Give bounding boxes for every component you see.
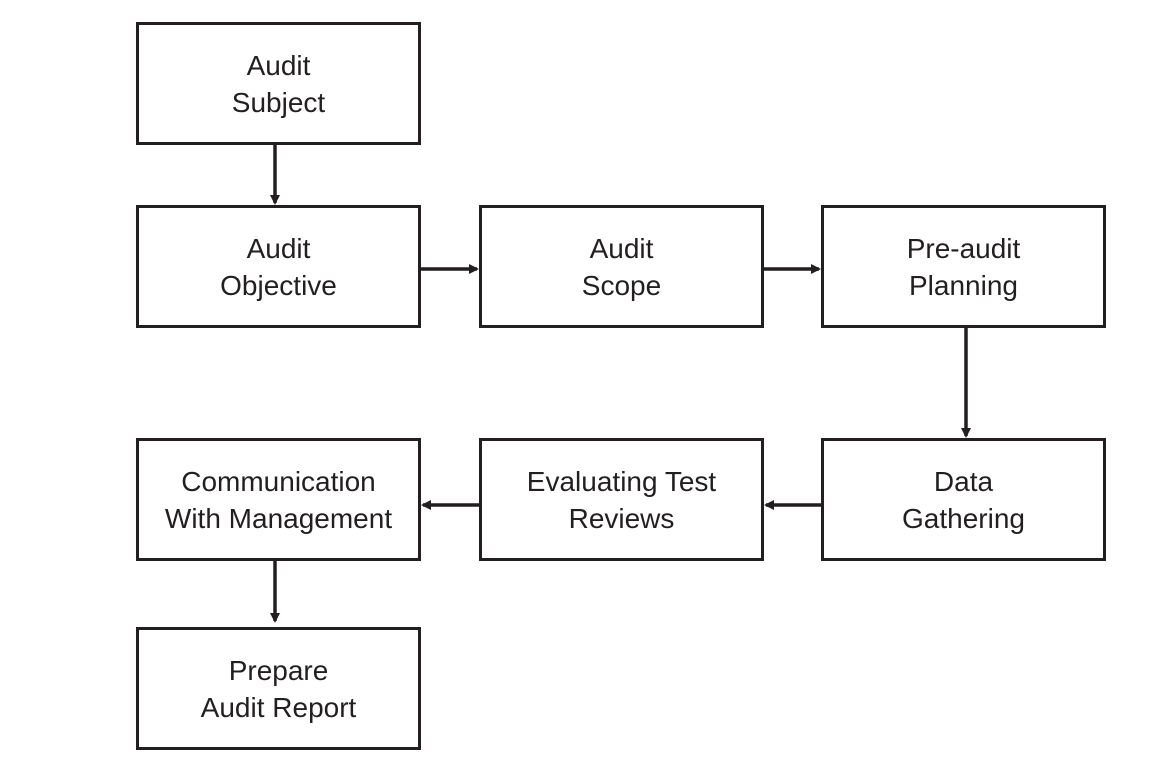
node-audit-subject: Audit Subject [136, 22, 421, 145]
node-label-line: Audit [246, 49, 311, 81]
node-label-line: Data [933, 465, 994, 497]
node-audit-scope: Audit Scope [479, 205, 764, 328]
node-label-line: Audit Report [200, 691, 357, 723]
node-label-line: Communication [181, 465, 376, 497]
node-label-line: Evaluating Test [526, 465, 717, 497]
node-label-line: Gathering [902, 502, 1025, 534]
node-pre-audit-planning: Pre-audit Planning [821, 205, 1106, 328]
node-label-line: Planning [909, 269, 1018, 301]
node-label-line: With Management [164, 502, 393, 534]
node-evaluating-test-reviews: Evaluating Test Reviews [479, 438, 764, 561]
node-label-line: Subject [231, 86, 326, 118]
node-data-gathering: Data Gathering [821, 438, 1106, 561]
node-label-line: Audit [589, 232, 654, 264]
node-audit-objective: Audit Objective [136, 205, 421, 328]
node-prepare-audit-report: Prepare Audit Report [136, 627, 421, 750]
node-label-line: Scope [581, 269, 662, 301]
node-label-line: Objective [220, 269, 337, 301]
node-label-line: Prepare [228, 654, 329, 686]
node-label-line: Audit [246, 232, 311, 264]
node-label-line: Pre-audit [906, 232, 1021, 264]
node-communication-with-management: Communication With Management [136, 438, 421, 561]
node-label-line: Reviews [568, 502, 675, 534]
